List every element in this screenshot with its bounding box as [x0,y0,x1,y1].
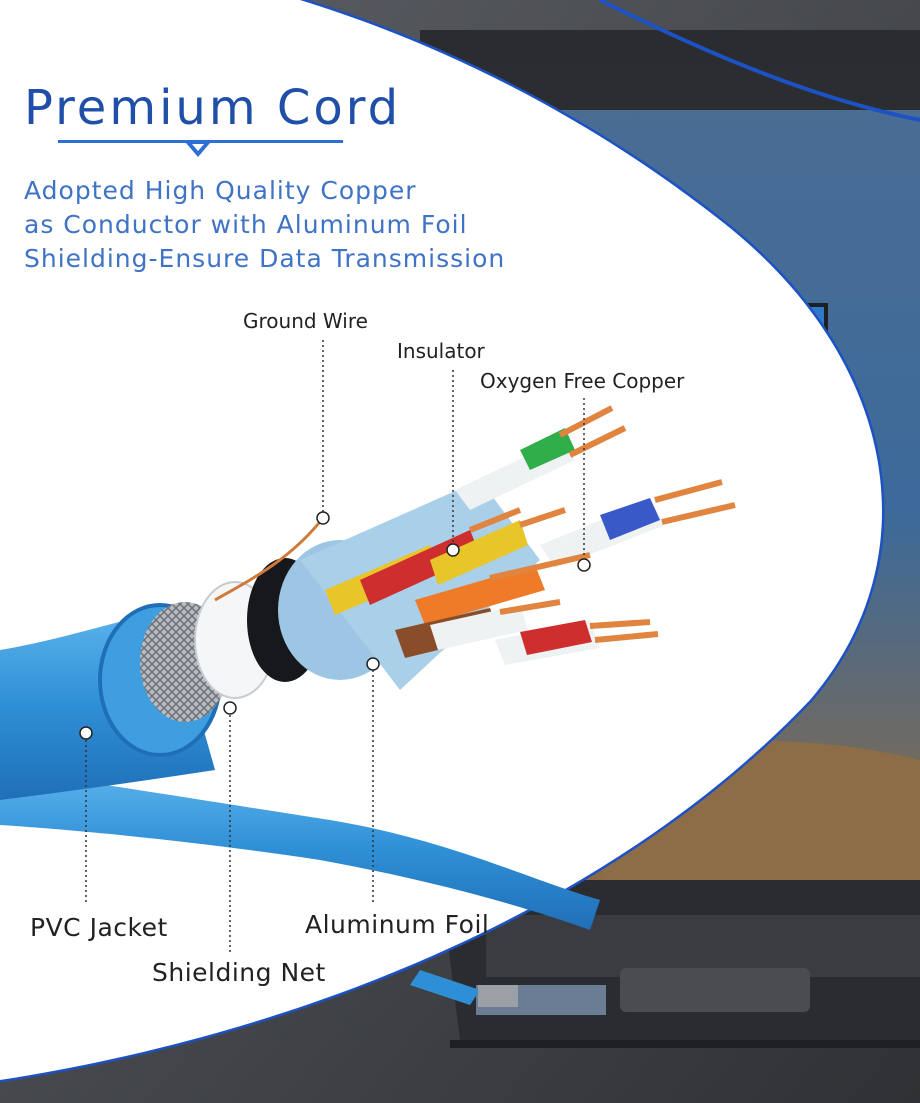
cable-cross-section [0,405,736,800]
headline-underline [58,140,343,143]
accent-border-top [599,0,920,122]
callout-markers [79,511,591,740]
pair-green [455,405,627,510]
pair-blue [540,479,736,568]
pair-orange [415,552,591,625]
pair-red-white [495,619,659,665]
callout-lines [85,340,585,955]
chevron-down-icon [186,143,210,157]
label-aluminum-foil: Aluminum Foil [305,910,490,939]
pair-brown [395,599,561,658]
description-line-1: Adopted High Quality Copper [24,176,417,205]
description-line-2: as Conductor with Aluminum Foil [24,210,468,239]
pair-yellow-red [325,507,566,615]
label-ground-wire: Ground Wire [243,309,368,333]
cable-loop [0,770,600,930]
label-pvc-jacket: PVC Jacket [30,913,168,942]
label-insulator: Insulator [397,339,485,363]
headline: Premium Cord [24,80,402,136]
label-shielding-net: Shielding Net [152,958,326,987]
description-line-3: Shielding-Ensure Data Transmission [24,244,506,273]
ground-wire [214,517,325,602]
label-oxygen-free-copper: Oxygen Free Copper [480,369,685,393]
